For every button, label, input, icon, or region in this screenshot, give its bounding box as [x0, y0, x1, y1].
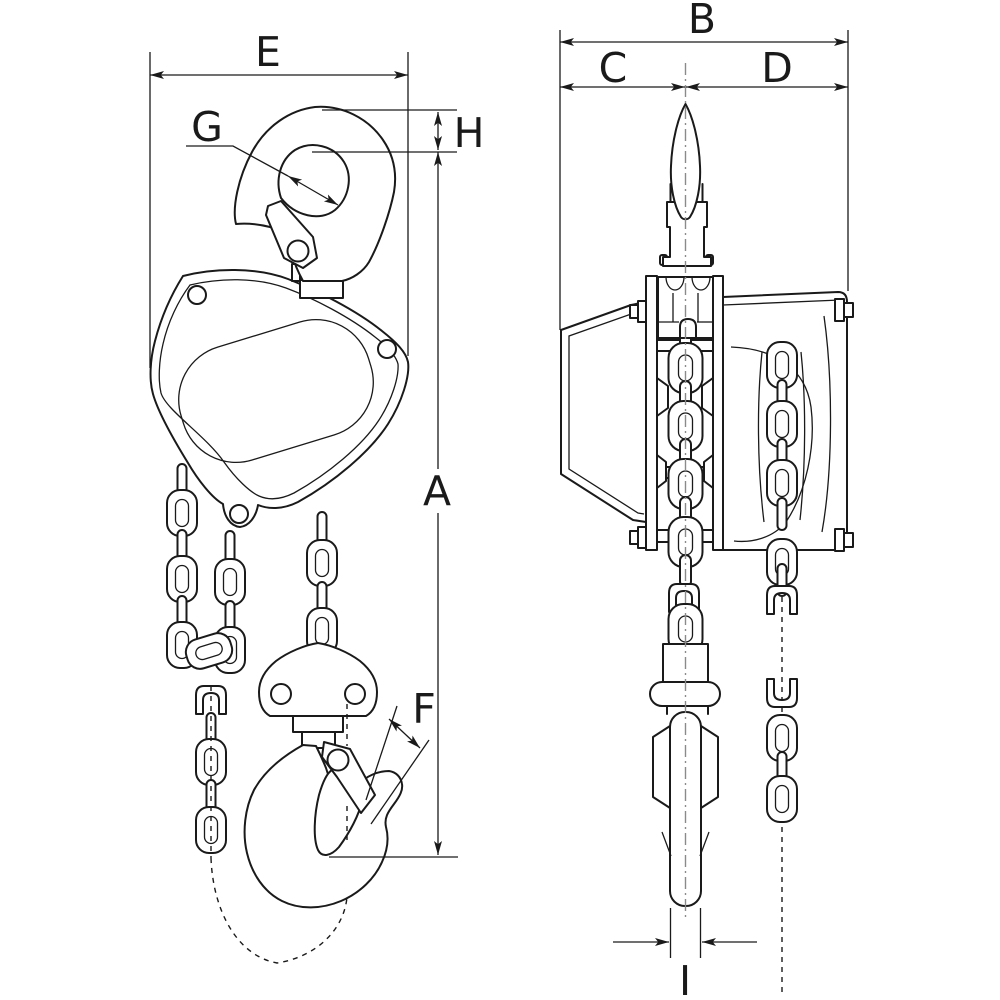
dim-label-i: I — [679, 957, 691, 1000]
side-plates — [629, 275, 854, 552]
side-view: B C D I — [559, 0, 854, 1000]
dim-label-c: C — [599, 44, 628, 92]
dimension-a: A — [329, 152, 458, 858]
dimension-e: E — [149, 28, 409, 368]
front-view: E H G A F — [149, 28, 484, 964]
hand-chain-side — [766, 341, 798, 997]
top-hook — [233, 105, 397, 299]
dim-label-e: E — [255, 28, 281, 76]
dimension-i: I — [613, 908, 757, 1000]
dimension-b: B — [559, 0, 849, 330]
dim-label-a: A — [423, 467, 451, 515]
hand-chain-loop — [195, 685, 348, 964]
load-chain — [306, 511, 338, 655]
dimension-f: F — [365, 685, 436, 825]
dimension-c: C — [560, 44, 685, 92]
body-window — [178, 318, 374, 464]
dimension-g: G — [186, 103, 339, 206]
bottom-hook — [243, 741, 404, 909]
dim-label-b: B — [688, 0, 716, 43]
dim-label-d: D — [761, 44, 793, 92]
bolt-hole — [187, 285, 207, 305]
dimension-d: D — [686, 44, 848, 92]
dim-label-h: H — [454, 109, 485, 157]
dimension-h: H — [312, 109, 484, 157]
bolt-hole — [229, 504, 249, 524]
stay-bolt — [629, 530, 639, 545]
dim-label-g: G — [191, 103, 223, 151]
stay-bolt — [834, 298, 845, 322]
swivel-block — [299, 279, 344, 299]
gear-housing — [560, 301, 647, 523]
stay-bolt — [629, 304, 639, 319]
clevis-block — [662, 201, 712, 267]
bolt-hole — [377, 339, 397, 359]
hand-chain-loop-indication — [210, 857, 348, 964]
bottom-hook-blade — [669, 711, 702, 907]
stay-bolt — [834, 528, 845, 552]
dim-label-f: F — [412, 685, 436, 733]
hoist-body-front — [149, 268, 410, 528]
bottom-hook-block — [258, 642, 378, 749]
